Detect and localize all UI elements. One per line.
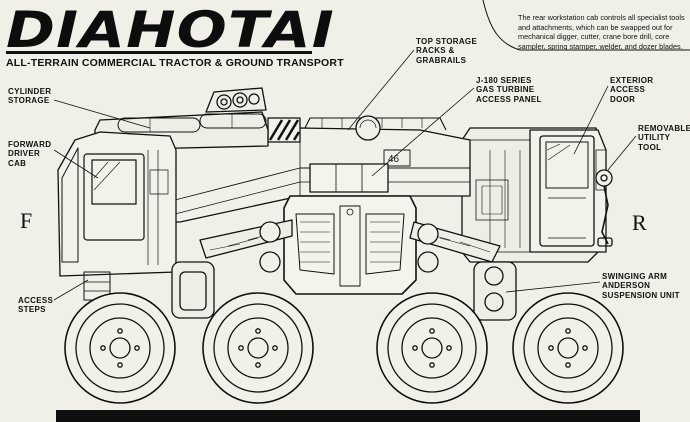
subtitle: ALL-TERRAIN COMMERCIAL TRACTOR & GROUND … [6, 57, 344, 69]
rear-cab [529, 129, 607, 253]
callout-forward-cab: FORWARD DRIVER CAB [8, 140, 52, 168]
callout-turbine-panel: J-180 SERIES GAS TURBINE ACCESS PANEL [476, 76, 542, 104]
title-underline [6, 51, 312, 54]
front-marker: F [20, 208, 33, 233]
rear-marker: R [632, 210, 647, 235]
callout-cylinder-storage: CYLINDER STORAGE [8, 87, 52, 106]
callout-access-steps: ACCESS STEPS [18, 296, 54, 315]
callout-exterior-door: EXTERIOR ACCESS DOOR [610, 76, 654, 104]
leader-lines [53, 49, 637, 301]
hull-number-plate [383, 149, 411, 167]
callout-utility-tool: REMOVABLE UTILITY TOOL [638, 124, 690, 152]
wheel-2 [202, 292, 314, 404]
cylinder-storage [94, 87, 269, 151]
wheel-3 [376, 292, 488, 404]
cab-window [91, 159, 137, 205]
wheel-4 [512, 292, 624, 404]
turbine-access-panel [283, 163, 417, 295]
brand-title: DIAHOTAI [6, 1, 335, 59]
rear-suspension [409, 221, 517, 321]
callout-suspension: SWINGING ARM ANDERSON SUSPENSION UNIT [602, 272, 680, 300]
info-box-frame [482, 0, 690, 51]
wheel-1 [64, 292, 176, 404]
hull-number: 46 [388, 154, 400, 165]
forward-cab [57, 131, 177, 277]
info-box: The rear workstation cab controls all sp… [480, 0, 690, 56]
ground-bar [56, 410, 640, 422]
exterior-access-door [539, 135, 595, 247]
utility-tool [595, 169, 613, 247]
info-box-text: The rear workstation cab controls all sp… [518, 13, 685, 51]
callout-top-storage: TOP STORAGE RACKS & GRABRAILS [416, 37, 478, 65]
front-suspension [171, 219, 293, 319]
